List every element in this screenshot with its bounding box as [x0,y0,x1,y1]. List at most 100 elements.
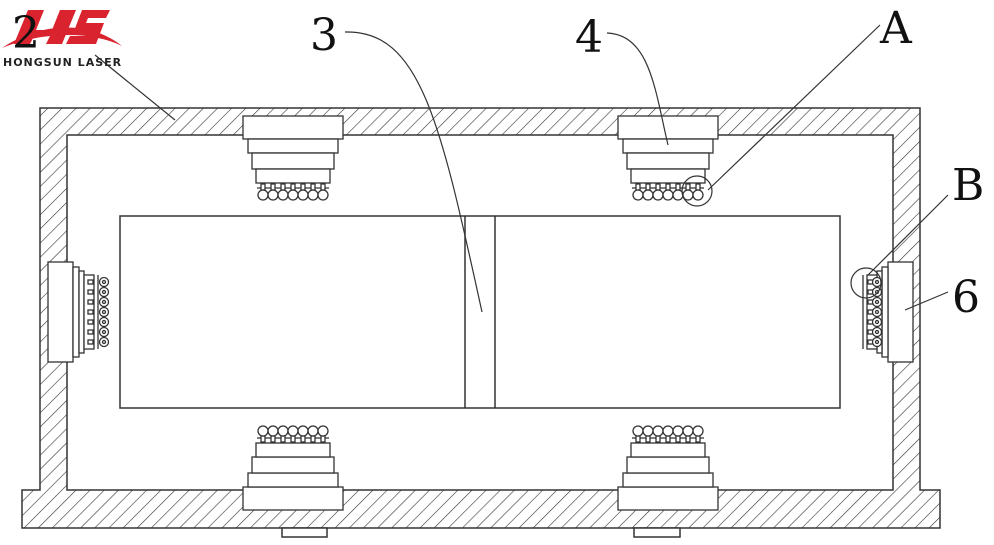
roller [287,189,299,201]
mount-layer [617,115,719,140]
spring [260,183,266,191]
mount-layer [47,261,74,363]
roller-axle [874,309,880,315]
spring [87,289,94,295]
roller-assembly-bottom-left [242,425,344,511]
roller-assembly-bottom-right [617,425,719,511]
logo-letter-h [14,10,76,44]
logo-letter-s [66,10,110,44]
roller [642,189,654,201]
leader-b [867,194,949,276]
mount-layer [242,115,344,140]
label-a: A [879,3,913,54]
roller-axle [101,329,107,335]
roller [287,425,299,437]
roller [672,425,684,437]
mount-layer [251,152,335,170]
spring [270,435,276,443]
roller-axle [101,319,107,325]
roller [267,425,279,437]
leader-2 [94,54,176,121]
mount-layer [242,486,344,511]
roller-assembly-top-right [617,115,719,201]
mount-layer [881,266,889,358]
roller-axle [101,289,107,295]
workpiece [119,215,841,409]
roller [297,189,309,201]
roller-assembly-left [47,261,110,363]
spring [685,183,691,191]
spring [655,435,661,443]
roller-axle [874,329,880,335]
spring [695,183,701,191]
roller-axle [874,299,880,305]
spring [270,183,276,191]
spring [87,299,94,305]
foot-right [633,527,681,538]
roller [297,425,309,437]
spring [87,319,94,325]
roller [632,425,644,437]
roller-assembly-top-left [242,115,344,201]
spring [320,435,326,443]
spring [260,435,266,443]
spring [320,183,326,191]
roller-assemblies [47,115,914,511]
roller [662,425,674,437]
roller [307,425,319,437]
label-6: 6 [952,272,980,323]
roller [307,189,319,201]
roller [642,425,654,437]
leader-6 [904,291,949,311]
mount-layer [72,266,80,358]
roller [632,189,644,201]
spring [645,435,651,443]
mount-layer [255,442,331,458]
mount-layer [247,138,339,154]
label-2: 2 [12,8,40,59]
mount-layer [622,138,714,154]
roller-axle [101,299,107,305]
spring [665,435,671,443]
roller [277,425,289,437]
roller [317,189,329,201]
spring [310,183,316,191]
hongsun-logo: HONGSUN LASER [2,10,122,69]
roller [682,425,694,437]
roller-assembly-right [862,261,914,363]
mount-layer [247,472,339,488]
logo-text: HONGSUN LASER [3,56,122,69]
workpiece-outline [119,215,841,409]
spring [635,435,641,443]
roller-axle [874,279,880,285]
roller-axle [101,309,107,315]
spring [675,183,681,191]
roller [267,189,279,201]
spring [675,435,681,443]
detail-circle-a [681,175,713,207]
roller-axle [874,339,880,345]
leader-lines [94,24,949,313]
label-4: 4 [575,12,603,63]
spring [300,435,306,443]
roller [652,189,664,201]
spring [87,329,94,335]
roller-axle [101,279,107,285]
roller [257,425,269,437]
spring [290,435,296,443]
roller [277,189,289,201]
roller [692,189,704,201]
spring [635,183,641,191]
mount-layer [626,456,710,474]
spring [87,309,94,315]
spring [665,183,671,191]
mount-layer [78,270,85,354]
mount-layer [626,152,710,170]
spring [87,339,94,345]
spring [280,435,286,443]
spring [645,183,651,191]
roller [692,425,704,437]
mount-layer [251,456,335,474]
leader-4 [606,32,669,146]
leader-3 [344,31,483,313]
